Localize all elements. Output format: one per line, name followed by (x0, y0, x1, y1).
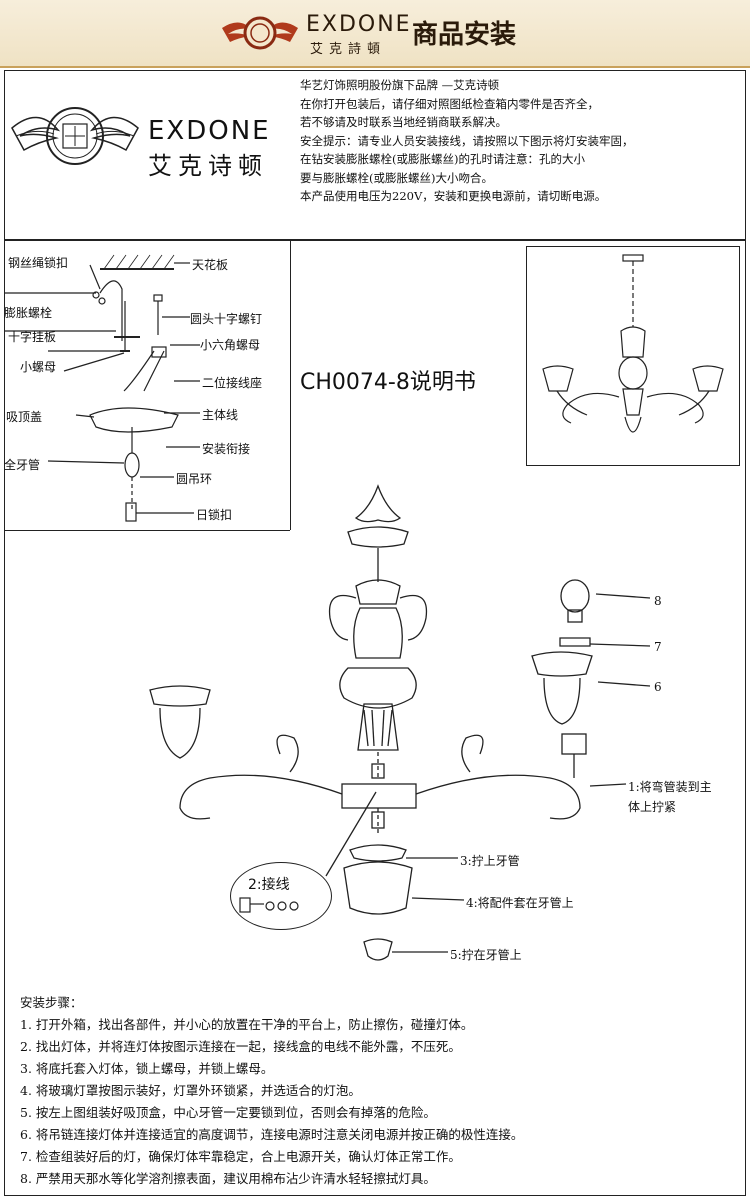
label-threaded-tube: 全牙管 (4, 458, 41, 472)
exploded-chandelier-diagram (149, 484, 651, 961)
label-ring: 圆吊环 (176, 472, 213, 486)
part-step-5: 5:拧在牙管上 (450, 948, 522, 962)
model-label: CH0074-8说明书 (300, 370, 476, 395)
label-round-head-screw: 圆头十字螺钉 (190, 312, 263, 326)
label-lock-buckle: 日锁扣 (196, 508, 233, 522)
step-item: 5. 按左上图组装好吸顶盒，中心牙管一定要锁到位，否则会有掉落的危险。 (20, 1105, 436, 1120)
notice-line: 本产品使用电压为220V，安装和更换电源前，请切断电源。 (300, 189, 607, 203)
step-item: 4. 将玻璃灯罩按图示装好，灯罩外环锁紧，并选适合的灯泡。 (20, 1083, 361, 1098)
ceiling-mount-diagram (4, 254, 200, 522)
notice-line: 若不够请及时联系当地经销商联系解决。 (300, 115, 507, 129)
label-wire-lock: 钢丝绳锁扣 (8, 256, 69, 270)
steps-title: 安装步骤： (20, 995, 83, 1010)
header-brand-cn: 艾克詩頓 (310, 42, 387, 57)
winged-emblem-icon (222, 16, 298, 50)
page-header: EXDONE 艾克詩頓 商品安装 (0, 0, 750, 68)
wiring-label: 2:接线 (248, 877, 290, 893)
label-terminal-block: 二位接线座 (202, 376, 263, 390)
diagram-panel (4, 240, 746, 1196)
notice-line: 安全提示：请专业人员安装接线，请按照以下图示将灯安装牢固， (300, 133, 634, 148)
notice-line: 在你打开包装后，请仔细对照图纸检查箱内零件是否齐全， (300, 96, 599, 111)
divider (290, 240, 291, 530)
connector-icon (239, 897, 299, 913)
part-step-3: 3:拧上牙管 (460, 854, 520, 868)
part-step-4: 4:将配件套在牙管上 (466, 896, 574, 910)
brand-name-cn: 艾克诗顿 (148, 152, 268, 180)
divider (4, 530, 290, 531)
part-number-6: 6 (654, 680, 662, 694)
step-item: 3. 将底托套入灯体，锁上螺母，并锁上螺母。 (20, 1061, 274, 1076)
assembled-lamp-thumbnail (526, 246, 740, 466)
page-title: 商品安装 (412, 20, 517, 50)
notice-line: 要与膨胀螺栓(或膨胀螺丝)大小吻合。 (300, 170, 493, 185)
part-number-8: 8 (654, 594, 662, 608)
part-step-1b: 体上拧紧 (628, 800, 677, 814)
brand-emblem-icon (11, 107, 139, 165)
label-cross-plate: 十字挂板 (8, 330, 57, 344)
label-ceiling: 天花板 (192, 258, 229, 272)
step-item: 1. 打开外箱，找出各部件，并小心的放置在干净的平台上，防止擦伤，碰撞灯体。 (20, 1017, 474, 1032)
label-mount-joint: 安装衔接 (202, 442, 251, 456)
chandelier-thumbnail-icon (542, 254, 724, 433)
brand-name: EXDONE (148, 116, 271, 146)
part-step-1: 1:将弯管装到主 (628, 780, 712, 794)
part-number-7: 7 (654, 640, 662, 654)
installation-steps: 安装步骤： 1. 打开外箱，找出各部件，并小心的放置在干净的平台上，防止擦伤，碰… (20, 992, 523, 1190)
step-item: 7. 检查组装好后的灯，确保灯体牢靠稳定，合上电源开关，确认灯体正常工作。 (20, 1149, 461, 1164)
step-item: 8. 严禁用天那水等化学溶剂擦表面，建议用棉布沾少许清水轻轻擦拭灯具。 (20, 1171, 436, 1186)
label-hex-nut: 小六角螺母 (200, 338, 261, 352)
header-brand: EXDONE (306, 12, 412, 37)
notice-panel (4, 70, 746, 240)
notice-text: 华艺灯饰照明股份旗下品牌 —艾克诗顿 在你打开包装后，请仔细对照图纸检查箱内零件… (300, 76, 740, 206)
notice-line: 在钻安装膨胀螺栓(或膨胀螺丝)的孔时请注意：孔的大小 (300, 152, 585, 166)
step-item: 2. 找出灯体，并将连灯体按图示连接在一起，接线盒的电线不能外露，不压死。 (20, 1039, 461, 1054)
label-small-nut: 小螺母 (20, 360, 57, 374)
label-ceiling-cover: 吸顶盖 (6, 410, 43, 424)
wiring-callout (230, 862, 332, 930)
step-item: 6. 将吊链连接灯体并连接适宜的高度调节，连接电源时注意关闭电源并按正确的极性连… (20, 1127, 524, 1142)
notice-line: 华艺灯饰照明股份旗下品牌 —艾克诗顿 (300, 78, 500, 92)
label-expansion-bolt: 膨胀螺栓 (4, 306, 53, 320)
label-main-wire: 主体线 (202, 408, 239, 422)
